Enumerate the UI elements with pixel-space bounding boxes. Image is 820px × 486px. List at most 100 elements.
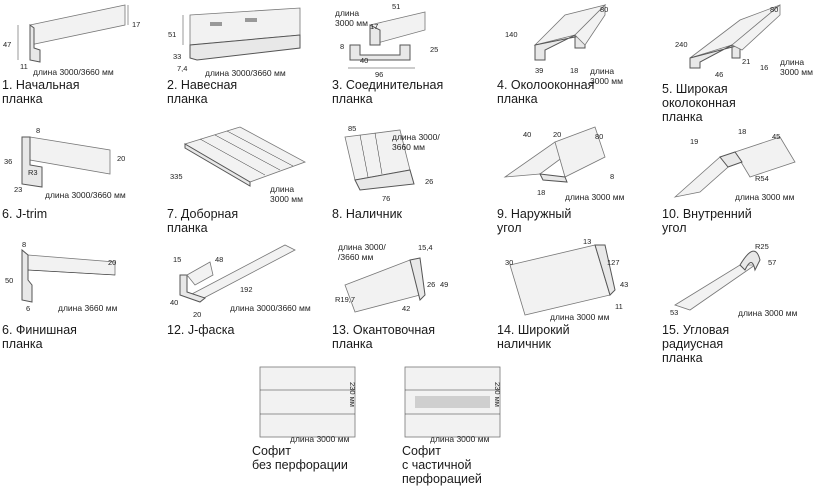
soffit-no-perforation: 230 мм длина 3000 мм Софит без перфораци…	[250, 362, 390, 482]
length-label: длина 3000 мм	[565, 192, 625, 202]
inner-corner-drawing	[673, 136, 796, 198]
dim-46: 46	[715, 70, 724, 79]
addon-strip-drawing	[184, 126, 306, 187]
dim-335: 335	[170, 172, 183, 181]
dim-43: 43	[620, 280, 629, 289]
dim-49: 49	[440, 280, 449, 289]
dim-127: 127	[607, 258, 620, 267]
length-label: длина 3000/3660 мм	[45, 190, 126, 200]
caption: 5. Широкая околоконная планка	[662, 82, 736, 124]
dim-47: 47	[3, 40, 12, 49]
caption: Софит с частичной перфорацией	[402, 444, 482, 486]
length-label: длина 3000 мм	[735, 192, 795, 202]
caption: 4. Околооконная планка	[497, 78, 595, 106]
dim-21: 21	[742, 57, 751, 66]
dim-r54: R54	[755, 174, 769, 183]
caption: 6. Финишная планка	[2, 323, 77, 351]
caption: 9. Наружный угол	[497, 207, 572, 235]
item-11-finish-strip: 8 20 50 6 длина 3660 мм 6. Финишная план…	[0, 240, 160, 360]
window-strip-drawing	[533, 4, 607, 61]
soffit-partial-perforation: 230 мм длина 3000 мм Софит с частичной п…	[400, 362, 540, 486]
item-6-j-trim: 8 36 20 R3 23 длина 3000/3660 мм 6. J-tr…	[0, 122, 160, 242]
start-strip-drawing	[17, 4, 129, 63]
dim-8: 8	[22, 240, 27, 249]
dim-16: 16	[760, 63, 769, 72]
dim-80: 80	[770, 5, 779, 14]
dim-17: 17	[370, 22, 379, 31]
length-label: длина 3000 мм	[590, 66, 623, 86]
dim-15: 15	[173, 255, 182, 264]
j-chamfer-drawing	[179, 244, 296, 303]
length-label: длина 3000 мм	[780, 57, 813, 77]
length-label: длина 3000 мм	[290, 434, 350, 444]
dim-76: 76	[382, 194, 391, 203]
dim-230: 230 мм	[348, 382, 357, 407]
item-4-window-strip: 80 140 39 18 длина 3000 мм 4. Околооконн…	[495, 0, 655, 120]
item-15-radius-corner: R25 57 53 длина 3000 мм 15. Угловая ради…	[660, 240, 820, 365]
item-13-edging-strip: длина 3000/ /3660 мм 15,4 26 49 R19,7 42…	[330, 240, 490, 360]
wide-casing-drawing	[509, 244, 616, 316]
casing-drawing	[344, 129, 415, 191]
caption: 7. Доборная планка	[167, 207, 239, 235]
length-label: длина 3000/3660 мм	[205, 68, 286, 78]
wide-window-strip-drawing	[689, 4, 781, 69]
dim-8: 8	[610, 172, 615, 181]
dim-240: 240	[675, 40, 688, 49]
caption: 8. Наличник	[332, 207, 403, 221]
dim-15-4: 15,4	[418, 243, 433, 252]
dim-51: 51	[168, 30, 177, 39]
length-label: длина 3000/ 3660 мм	[392, 132, 440, 152]
caption: 6. J-trim	[2, 207, 48, 221]
caption: 1. Начальная планка	[2, 78, 80, 106]
dim-40: 40	[523, 130, 532, 139]
length-label: длина 3000/ /3660 мм	[338, 242, 386, 262]
item-14-wide-casing: 13 30 127 43 11 длина 3000 мм 14. Широки…	[495, 237, 655, 360]
dim-140: 140	[505, 30, 518, 39]
item-5-wide-window-strip: 80 240 21 46 16 длина 3000 мм 5. Широкая…	[660, 0, 820, 124]
dim-20: 20	[553, 130, 562, 139]
length-label: длина 3000 мм	[270, 184, 303, 204]
dim-20: 20	[193, 310, 202, 319]
caption: 15. Угловая радиусная планка	[662, 323, 730, 365]
dim-13: 13	[583, 237, 592, 246]
dim-18: 18	[537, 188, 546, 197]
dim-r19-7: R19,7	[335, 295, 356, 304]
dim-11: 11	[615, 302, 623, 311]
dim-192: 192	[240, 285, 253, 294]
length-label: длина 3660 мм	[58, 303, 118, 313]
dim-25: 25	[430, 45, 439, 54]
item-12-j-chamfer: 15 48 192 40 20 длина 3000/3660 мм 12. J…	[165, 240, 325, 360]
caption: 14. Широкий наличник	[497, 323, 570, 351]
caption: 2. Навесная планка	[167, 78, 238, 106]
item-7-addon-strip: 335 длина 3000 мм 7. Доборная планка	[165, 122, 325, 242]
caption: 12. J-фаска	[167, 323, 235, 337]
length-label: длина 3000/3660 мм	[230, 303, 311, 313]
dim-r3: R3	[28, 168, 38, 177]
dim-26: 26	[427, 280, 436, 289]
item-8-casing: 85 длина 3000/ 3660 мм 26 76 8. Наличник	[330, 122, 490, 242]
dim-39: 39	[535, 66, 544, 75]
caption: Софит без перфорации	[252, 444, 348, 472]
dim-50: 50	[5, 276, 14, 285]
dim-20: 20	[108, 258, 117, 267]
dim-8: 8	[340, 42, 345, 51]
soffit-perforated-drawing	[404, 366, 501, 438]
item-9-outer-corner: 40 20 80 8 18 длина 3000 мм 9. Наружный …	[495, 122, 655, 242]
length-label: длина 3000/3660 мм	[33, 67, 114, 77]
dim-18: 18	[738, 127, 747, 136]
dim-57: 57	[768, 258, 777, 267]
length-label: длина 3000 мм	[550, 312, 610, 322]
dim-36: 36	[4, 157, 13, 166]
dim-42: 42	[402, 304, 411, 313]
item-10-inner-corner: 19 18 45 R54 длина 3000 мм 10. Внутренни…	[660, 122, 820, 242]
soffit-plain-drawing	[259, 366, 356, 438]
dim-230: 230 мм	[493, 382, 502, 407]
hanging-strip-drawing	[182, 7, 301, 61]
dim-18: 18	[570, 66, 579, 75]
finish-strip-drawing	[21, 248, 116, 303]
dim-20: 20	[117, 154, 126, 163]
caption: 13. Окантовочная планка	[332, 323, 436, 351]
dim-45: 45	[772, 132, 781, 141]
dim-7-4: 7,4	[177, 64, 188, 73]
dim-53: 53	[670, 308, 679, 317]
